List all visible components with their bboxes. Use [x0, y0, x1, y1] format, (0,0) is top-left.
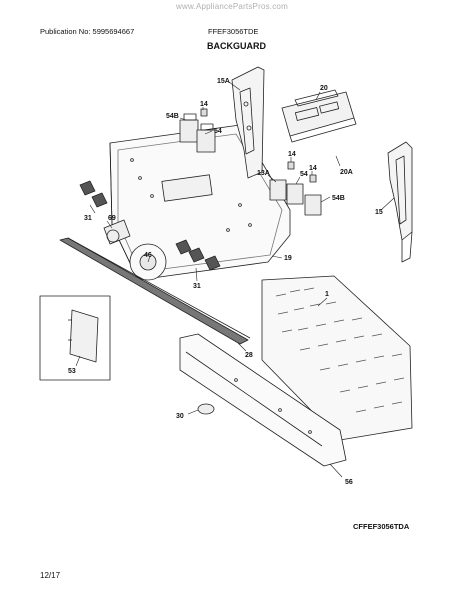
label-15: 15 [375, 209, 383, 216]
switch-54-upper [196, 123, 216, 153]
label-20: 20 [320, 85, 328, 92]
control-board-20 [281, 89, 357, 143]
label-14-a: 14 [200, 101, 208, 108]
page-number: 12/17 [40, 571, 61, 580]
label-54-a: 54 [214, 128, 222, 135]
switch-54b-mid [304, 194, 322, 216]
knobs-31-left [79, 180, 108, 208]
knobs-31-right [175, 239, 221, 271]
diagram-code: CFFEF3056TDA [353, 522, 410, 531]
label-15a: 15A [217, 78, 230, 85]
label-13a: 13A [257, 170, 270, 177]
label-1: 1 [325, 291, 329, 298]
label-54-b: 54 [300, 171, 308, 178]
watermark: www.AppliancePartsPros.com [176, 2, 288, 11]
label-14-b: 14 [288, 151, 296, 158]
label-31-a: 31 [84, 215, 92, 222]
trim-strip-28 [59, 237, 251, 345]
switch-13a [269, 179, 287, 201]
label-53: 53 [68, 368, 76, 375]
label-30: 30 [176, 413, 184, 420]
label-54b-a: 54B [166, 113, 179, 120]
bracket-left-15a [231, 66, 265, 179]
label-20a: 20A [340, 169, 353, 176]
label-14-c: 14 [309, 165, 317, 172]
label-31-b: 31 [193, 283, 201, 290]
bracket-right-15 [387, 141, 413, 263]
publication-number: Publication No: 5995694667 [40, 27, 135, 36]
plug-30 [197, 403, 215, 415]
switch-54-mid [286, 183, 304, 205]
rear-panel-1 [261, 275, 413, 441]
section-title: BACKGUARD [207, 41, 266, 51]
access-panel-56 [179, 333, 347, 467]
label-69: 69 [108, 215, 116, 222]
label-46: 46 [144, 252, 152, 259]
switch-54b-upper [179, 113, 199, 143]
inset-box-53 [39, 295, 111, 381]
label-28: 28 [245, 352, 253, 359]
label-54b-b: 54B [332, 195, 345, 202]
label-56: 56 [345, 479, 353, 486]
backguard-panel [109, 124, 291, 281]
model-number: FFEF3056TDE [208, 27, 259, 36]
label-19: 19 [284, 255, 292, 262]
